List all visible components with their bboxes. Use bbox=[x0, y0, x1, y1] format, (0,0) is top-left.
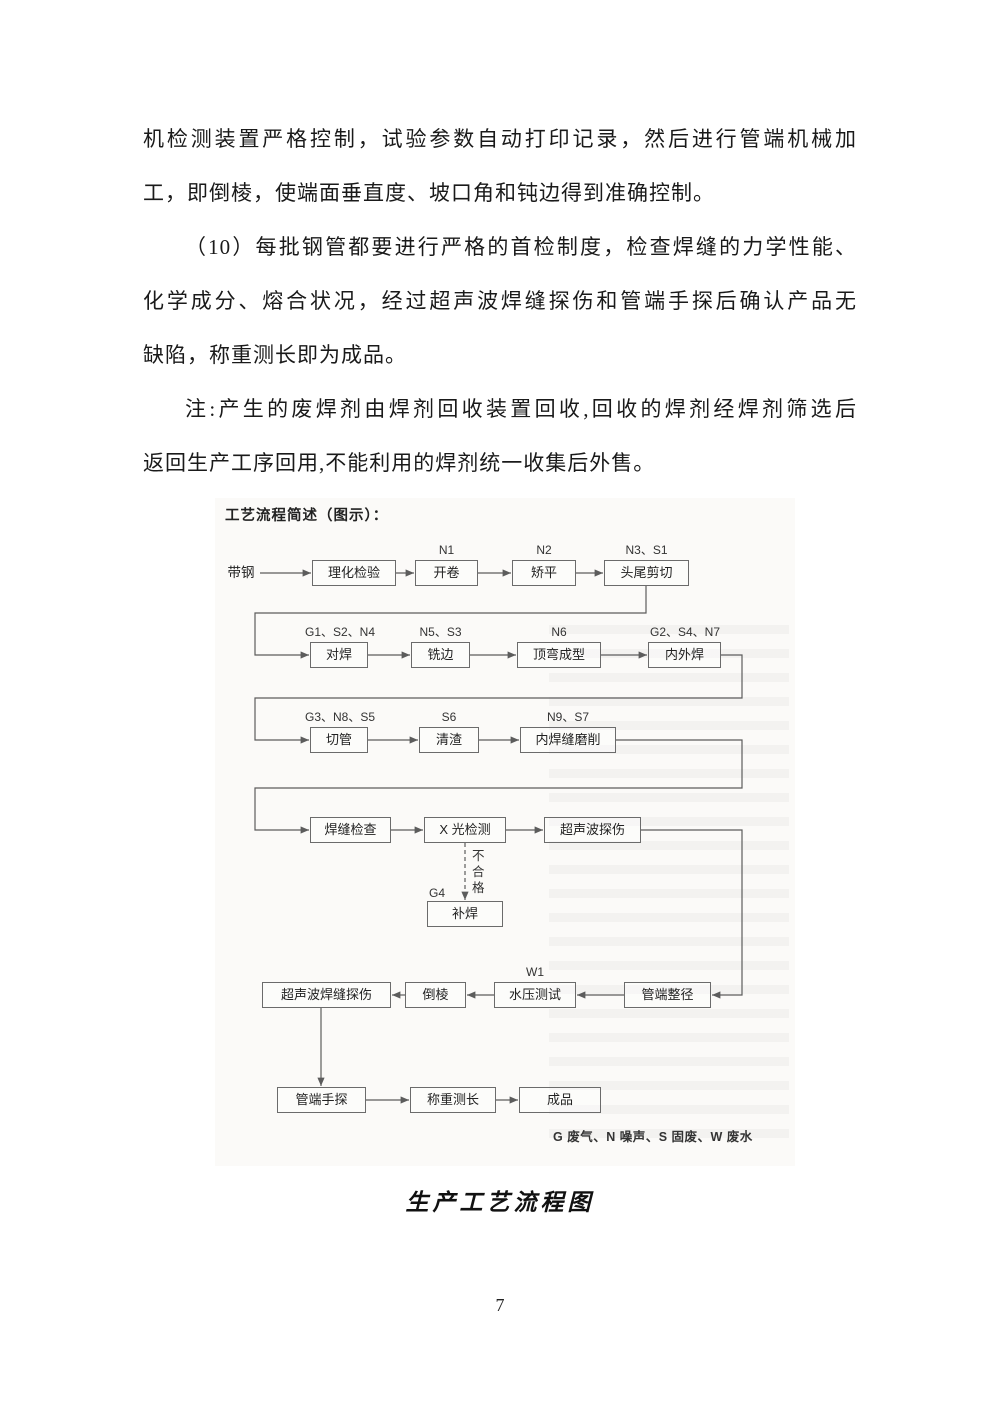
flow-node: 成品 bbox=[519, 1087, 601, 1113]
flow-node-code: N9、S7 bbox=[546, 710, 590, 724]
body-text: 机检测装置严格控制，试验参数自动打印记录，然后进行管端机械加 工，即倒棱，使端面… bbox=[143, 112, 857, 490]
flow-node: 内焊缝磨削 bbox=[520, 727, 616, 753]
flow-node-code: G2、S4、N7 bbox=[649, 625, 721, 639]
flow-node: 矫平 bbox=[512, 560, 576, 586]
flow-node: 对焊 bbox=[310, 642, 368, 668]
text-line: 注:产生的废焊剂由焊剂回收装置回收,回收的焊剂经焊剂筛选后 bbox=[185, 397, 857, 421]
flow-node: 开卷 bbox=[415, 560, 478, 586]
text-line: 缺陷，称重测长即为成品。 bbox=[143, 343, 407, 367]
flow-node: 铣边 bbox=[411, 642, 470, 668]
flow-node: 补焊 bbox=[427, 901, 503, 927]
flow-node-code: N3、S1 bbox=[625, 543, 668, 557]
flow-node: 称重测长 bbox=[410, 1087, 496, 1113]
flow-node-code: W1 bbox=[526, 965, 544, 979]
page-number: 7 bbox=[495, 1295, 505, 1315]
flow-node: 内外焊 bbox=[648, 642, 721, 668]
flow-node: 倒棱 bbox=[405, 982, 466, 1008]
connector-line bbox=[641, 829, 743, 999]
connector-line bbox=[254, 654, 743, 744]
connector-line bbox=[254, 586, 647, 659]
text-line: 工，即倒棱，使端面垂直度、坡口角和钝边得到准确控制。 bbox=[143, 181, 715, 205]
flow-node: 顶弯成型 bbox=[517, 642, 601, 668]
flow-node: 清渣 bbox=[419, 727, 479, 753]
text-line: （10）每批钢管都要进行严格的首检制度，检查焊缝的力学性能、 bbox=[185, 235, 857, 259]
flow-node: 管端整径 bbox=[624, 982, 711, 1008]
text-line: 机检测装置严格控制，试验参数自动打印记录，然后进行管端机械加 bbox=[143, 127, 857, 151]
flow-node-code: G4 bbox=[429, 886, 446, 900]
flow-node: 焊缝检查 bbox=[310, 817, 391, 843]
flowchart-connectors bbox=[254, 569, 743, 1104]
flow-node: 切管 bbox=[310, 727, 368, 753]
reject-branch-label: 不合格 bbox=[472, 849, 485, 895]
flow-node-code: N5、S3 bbox=[419, 625, 462, 639]
flow-node-code: S6 bbox=[441, 710, 457, 724]
flow-start-label: 带钢 bbox=[227, 565, 255, 580]
flow-node: 超声波焊缝探伤 bbox=[262, 982, 391, 1008]
flow-node-code: G3、N8、S5 bbox=[304, 710, 376, 724]
text-line: 返回生产工序回用,不能利用的焊剂统一收集后外售。 bbox=[143, 451, 656, 475]
text-line: 化学成分、熔合状况，经过超声波焊缝探伤和管端手探后确认产品无 bbox=[143, 289, 857, 313]
flow-node-code: N6 bbox=[551, 625, 567, 639]
connector-line bbox=[254, 739, 743, 834]
pollutant-legend: G 废气、N 噪声、S 固废、W 废水 bbox=[553, 1130, 753, 1144]
flow-node-code: N2 bbox=[536, 543, 552, 557]
flow-node-code: N1 bbox=[438, 543, 455, 557]
flow-node-code: G1、S2、N4 bbox=[304, 625, 376, 639]
process-flowchart: 工艺流程简述（图示）： bbox=[215, 498, 795, 1166]
flow-node: 头尾剪切 bbox=[604, 560, 689, 586]
flow-node: X 光检测 bbox=[424, 817, 506, 843]
flow-node: 理化检验 bbox=[312, 560, 396, 586]
figure-caption: 生产工艺流程图 bbox=[405, 1190, 595, 1215]
flow-node: 超声波探伤 bbox=[544, 817, 641, 843]
flowchart-title: 工艺流程简述（图示）： bbox=[225, 508, 389, 524]
flow-node: 管端手探 bbox=[277, 1087, 366, 1113]
flow-node: 水压测试 bbox=[494, 982, 576, 1008]
